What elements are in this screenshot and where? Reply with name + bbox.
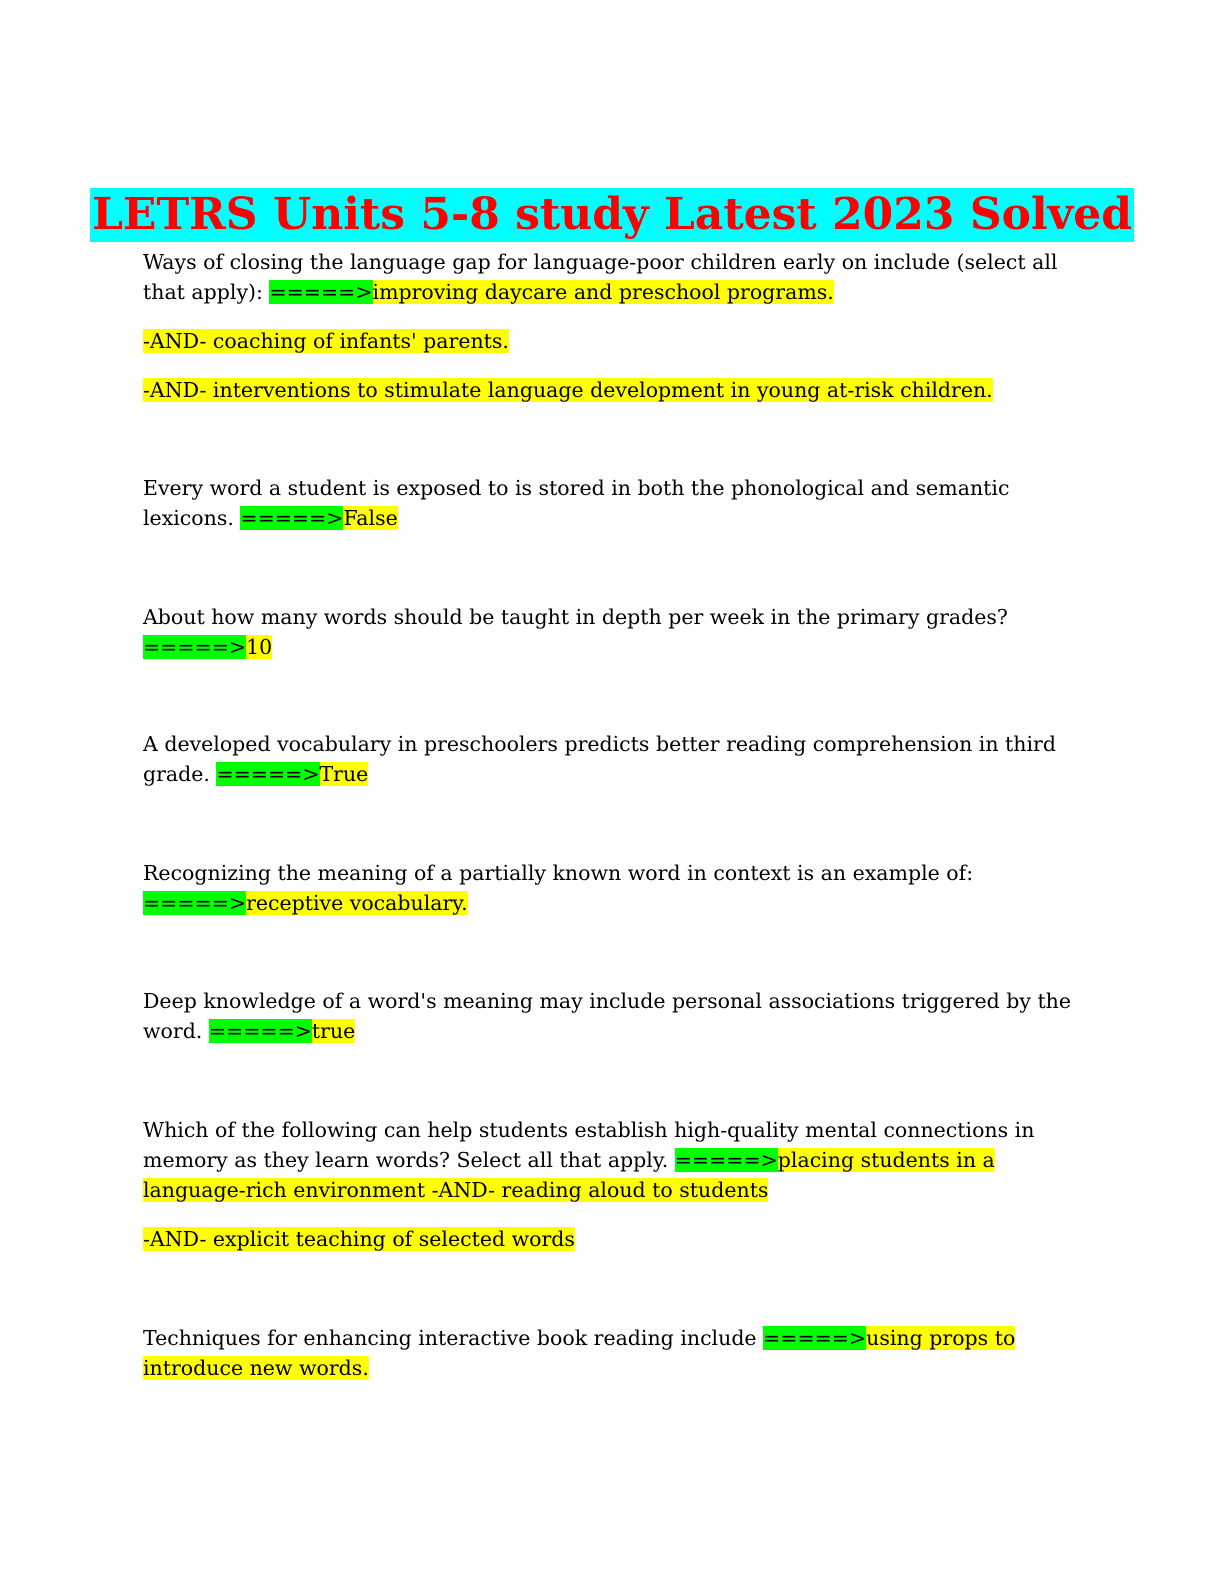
question-text: About how many words should be taught in… bbox=[143, 605, 1008, 629]
question-text: Every word a student is exposed to is st… bbox=[143, 476, 1010, 530]
answer-text: true bbox=[311, 1019, 356, 1043]
question-paragraph: Every word a student is exposed to is st… bbox=[143, 473, 1078, 533]
spacer bbox=[143, 533, 1078, 602]
spacer bbox=[143, 1254, 1078, 1323]
spacer bbox=[143, 1046, 1078, 1115]
question-paragraph: Which of the following can help students… bbox=[143, 1115, 1078, 1205]
question-paragraph: Recognizing the meaning of a partially k… bbox=[143, 858, 1078, 918]
answer-arrow: =====> bbox=[240, 506, 344, 530]
answer-text: -AND- interventions to stimulate languag… bbox=[143, 378, 993, 402]
qa-item: Every word a student is exposed to is st… bbox=[143, 473, 1078, 533]
qa-item: Ways of closing the language gap for lan… bbox=[143, 247, 1078, 405]
answer-arrow: =====> bbox=[208, 1019, 312, 1043]
qa-list: Ways of closing the language gap for lan… bbox=[143, 247, 1078, 1383]
spacer bbox=[143, 405, 1078, 473]
question-text: Which of the following can help students… bbox=[143, 1118, 1035, 1172]
answer-arrow: =====> bbox=[674, 1148, 778, 1172]
answer-arrow: =====> bbox=[763, 1326, 867, 1350]
answer-text: False bbox=[343, 506, 398, 530]
question-paragraph: Ways of closing the language gap for lan… bbox=[143, 247, 1078, 307]
qa-item: Techniques for enhancing interactive boo… bbox=[143, 1323, 1078, 1383]
answer-text: -AND- coaching of infants' parents. bbox=[143, 329, 509, 353]
answer-arrow: =====> bbox=[216, 762, 320, 786]
title-wrapper: LETRS Units 5-8 study Latest 2023 Solved bbox=[0, 188, 1224, 242]
answer-text: -AND- explicit teaching of selected word… bbox=[143, 1227, 575, 1251]
additional-answer: -AND- coaching of infants' parents. bbox=[143, 326, 1078, 356]
spacer bbox=[143, 789, 1078, 858]
question-paragraph: A developed vocabulary in preschoolers p… bbox=[143, 729, 1078, 789]
spacer bbox=[143, 918, 1078, 986]
answer-text: 10 bbox=[246, 635, 273, 659]
answer-arrow: =====> bbox=[269, 280, 373, 304]
question-paragraph: Deep knowledge of a word's meaning may i… bbox=[143, 986, 1078, 1046]
qa-item: Deep knowledge of a word's meaning may i… bbox=[143, 986, 1078, 1046]
page-title: LETRS Units 5-8 study Latest 2023 Solved bbox=[89, 188, 1135, 242]
additional-answer: -AND- interventions to stimulate languag… bbox=[143, 375, 1078, 405]
additional-answer: -AND- explicit teaching of selected word… bbox=[143, 1224, 1078, 1254]
question-text: A developed vocabulary in preschoolers p… bbox=[143, 732, 1056, 786]
question-paragraph: About how many words should be taught in… bbox=[143, 602, 1078, 662]
qa-item: Which of the following can help students… bbox=[143, 1115, 1078, 1254]
question-text: Recognizing the meaning of a partially k… bbox=[143, 861, 974, 885]
question-paragraph: Techniques for enhancing interactive boo… bbox=[143, 1323, 1078, 1383]
answer-text: True bbox=[319, 762, 369, 786]
question-text: Techniques for enhancing interactive boo… bbox=[143, 1326, 764, 1350]
qa-item: Recognizing the meaning of a partially k… bbox=[143, 858, 1078, 918]
answer-text: receptive vocabulary. bbox=[246, 891, 468, 915]
answer-arrow: =====> bbox=[143, 635, 247, 659]
question-text: Deep knowledge of a word's meaning may i… bbox=[143, 989, 1072, 1043]
spacer bbox=[143, 662, 1078, 729]
answer-text: improving daycare and preschool programs… bbox=[372, 280, 834, 304]
question-text: Ways of closing the language gap for lan… bbox=[143, 250, 1058, 304]
qa-item: About how many words should be taught in… bbox=[143, 602, 1078, 662]
qa-item: A developed vocabulary in preschoolers p… bbox=[143, 729, 1078, 789]
answer-arrow: =====> bbox=[143, 891, 247, 915]
